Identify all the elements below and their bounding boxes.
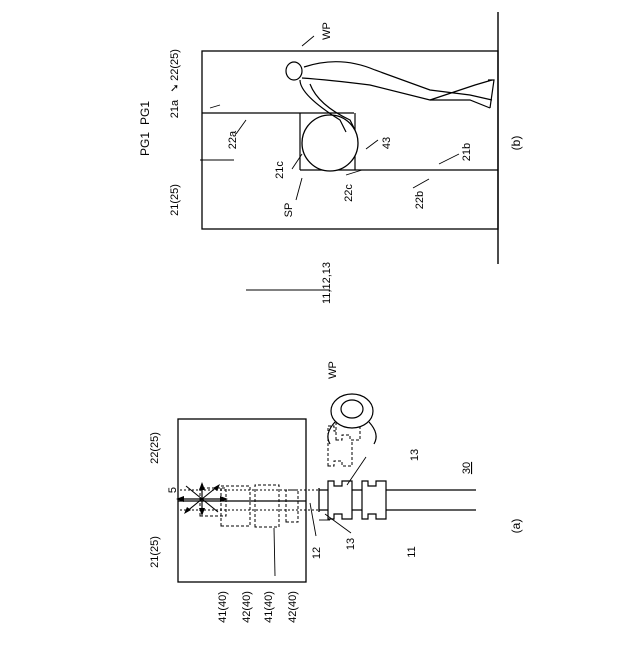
panel-a-label: (a): [509, 519, 523, 534]
ref-sp-label: SP: [283, 203, 295, 218]
rotated-figure: (a) PG1 21(25) 22(25) 5 WP 30 12 13 11 1…: [138, 12, 523, 623]
arrow-right-head: [199, 482, 205, 490]
pg1-label-b: PG1: [138, 101, 152, 125]
panel-b-label: (b): [509, 136, 523, 151]
picking-target-41-first: [200, 488, 226, 516]
workpiece-disc: [302, 115, 358, 171]
worker-arm-left: [369, 422, 376, 444]
pg1-label-a: PG1: [138, 132, 152, 156]
ref-5-label: 5: [167, 487, 179, 493]
ref-22a-label: 22a: [227, 130, 239, 149]
leader-21b: [439, 154, 459, 164]
worker-b-leg: [430, 80, 492, 100]
ref-41-label-second: 41(40): [263, 591, 275, 623]
ref-42-label-second: 42(40): [287, 591, 299, 623]
ref-wp-label-a: WP: [327, 361, 339, 379]
leader-sp: [296, 178, 302, 200]
leader-13-lower: [310, 503, 316, 536]
ref-21a-label: 21a: [169, 99, 181, 118]
ref-30-label: 30: [461, 462, 473, 474]
panel-b: (b) PG1 21a ➘ 22(25) 21(25) WP 22a 21c S…: [138, 12, 523, 304]
block-22-label-b: 22(25): [169, 49, 181, 81]
arrow-glyph: ➘: [169, 83, 181, 92]
ref-42-label-first: 42(40): [241, 591, 253, 623]
ref-13-label-upper: 13: [409, 449, 421, 461]
leader-22c: [346, 170, 362, 175]
leader-12: [274, 528, 275, 576]
picking-target-42-second: [286, 490, 298, 522]
tray-13-far: [362, 481, 386, 519]
ref-21b-label: 21b: [461, 143, 473, 161]
picking-target-41-second: [255, 485, 279, 527]
arrow-diag-3: [186, 486, 202, 499]
panel-a: (a) PG1 21(25) 22(25) 5 WP 30 12 13 11 1…: [138, 132, 523, 623]
leader-21a: [210, 105, 220, 108]
ref-43-label: 43: [381, 137, 393, 149]
block-21-label-a: 21(25): [149, 536, 161, 568]
ref-22b-label: 22b: [414, 191, 426, 209]
tray-13-near: [328, 481, 352, 519]
block-21-label-b: 21(25): [169, 184, 181, 216]
ref-wp-label-b: WP: [321, 22, 333, 40]
leader-wp-b: [302, 36, 314, 46]
ref-13-label-lower: 13: [345, 538, 357, 550]
ref-22c-label: 22c: [343, 184, 355, 202]
leader-43: [366, 140, 378, 149]
worker-head: [341, 400, 363, 418]
ref-41-label-first: 41(40): [217, 591, 229, 623]
ref-11-12-13-label: 11,12,13: [321, 262, 333, 304]
leader-22b: [413, 179, 429, 188]
block-22-label-a: 22(25): [149, 432, 161, 464]
worker-b-foot: [488, 80, 494, 108]
ref-21c-label: 21c: [274, 161, 286, 179]
ref-12-label: 12: [311, 547, 323, 559]
worker-b-head: [286, 62, 302, 80]
picking-target-42-first: [221, 486, 250, 526]
worker-b-front: [302, 78, 490, 108]
ref-11-label: 11: [406, 546, 418, 557]
